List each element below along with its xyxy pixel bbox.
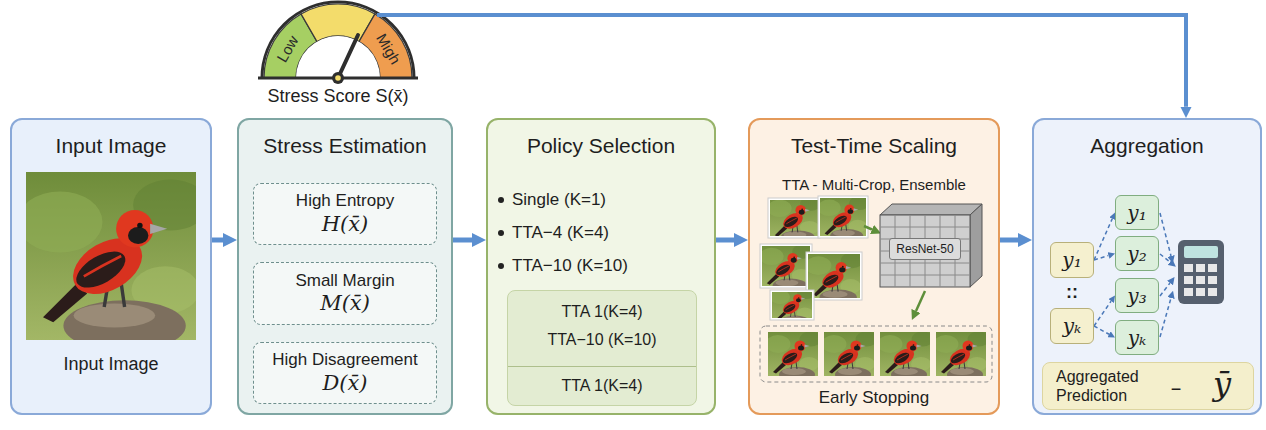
- network-top: [880, 204, 982, 215]
- prediction-box: y₃: [1115, 278, 1159, 313]
- signal-name: Small Margin: [295, 271, 394, 291]
- network-block: [880, 204, 982, 287]
- crop-photo: [878, 329, 934, 382]
- input-panel: Input ImageInput Image: [10, 118, 212, 415]
- mean-symbol: ȳ: [1213, 365, 1231, 403]
- crop-photo: [766, 329, 822, 382]
- stress-panel: Stress EstimationHigh EntropyH(x̄) Small …: [237, 118, 453, 415]
- feedback-wire: [377, 13, 434, 17]
- feed-line: [1160, 298, 1171, 337]
- output-symbol: y₁: [1062, 248, 1081, 272]
- bird-photo: [18, 171, 208, 351]
- feed-line: [1160, 213, 1171, 256]
- policy-option: Single (K=1): [512, 190, 606, 210]
- image-caption: Input Image: [63, 354, 158, 376]
- signal-formula: M(x̄): [320, 291, 370, 316]
- crop-photo: [760, 242, 814, 293]
- policy-panel: Policy SelectionSingle (K=1) TTA−4 (K=4) T…: [486, 118, 716, 415]
- policy-option: TTA−10 (K=10): [512, 256, 628, 276]
- tta-crops: [760, 194, 870, 327]
- stress-signal-box: Small MarginM(x̄): [253, 262, 437, 325]
- stress-signal-box: High DisagreementD(x̄): [253, 342, 437, 404]
- panel-ground: [1032, 118, 1262, 415]
- panel-ground: [237, 118, 453, 415]
- signal-name: High Disagreement: [272, 350, 418, 370]
- early-stop-crops: [766, 329, 990, 382]
- policy-choice: TTA−10 (K=10): [547, 330, 656, 349]
- fan-out-arrow: [1094, 326, 1109, 334]
- flow-arrow: [864, 226, 872, 230]
- early-stopping-caption: Early Stopping: [819, 388, 930, 408]
- signal-formula: H(x̄): [322, 212, 369, 237]
- crop-photo: [934, 329, 990, 382]
- signal-formula: D(x̄): [322, 371, 367, 396]
- network-side: [970, 204, 982, 287]
- stress-gauge: Low MighStress Score S(x̄): [243, 0, 433, 110]
- panel-ground: [10, 118, 212, 415]
- prediction-box: yₖ: [1115, 320, 1159, 355]
- dash-mark: −: [1171, 379, 1182, 401]
- fan-out-arrow: [1094, 255, 1109, 260]
- panel-title: Input Image: [56, 133, 167, 158]
- early-stop-frame: [760, 326, 992, 382]
- calculator-keys: [1184, 264, 1217, 296]
- flow-arrow: [1000, 238, 1018, 243]
- aggregation-panel: Aggregation y₁ yₖ y₁ y₂ y₃ yₖAggregated Predic…: [1032, 118, 1262, 415]
- panel-ground: [486, 118, 716, 415]
- network-grid: [880, 215, 970, 287]
- policy-option: TTA−4 (K=4): [512, 223, 609, 243]
- gauge-hub-dot: [335, 75, 341, 81]
- prediction-box: y₁: [1050, 242, 1094, 278]
- calculator-screen: [1184, 246, 1218, 258]
- feed-line: [1160, 254, 1170, 262]
- gauge-low-label: Low: [273, 33, 302, 66]
- prediction-box: yₖ: [1050, 308, 1094, 344]
- panel-title: Test-Time Scaling: [791, 133, 957, 158]
- ellipsis-mark: ::: [1066, 282, 1078, 304]
- gauge-face: [296, 36, 380, 78]
- policy-choice-box: TTA 1(K=4) TTA−10 (K=10) TTA 1(K=4): [507, 290, 697, 406]
- policy-choice: TTA 1(K=4): [561, 302, 642, 321]
- panel-title: Policy Selection: [527, 133, 675, 158]
- calculator-body: [1178, 240, 1224, 304]
- scaling-panel: Test-Time ScalingTTA - Multi-Crop, Ensem…: [748, 118, 1000, 415]
- flow-arrow: [716, 238, 734, 243]
- fan-out-arrow: [1094, 301, 1111, 326]
- calculator-feed: [1160, 213, 1171, 337]
- feed-line: [1160, 283, 1170, 296]
- output-symbol: y₂: [1127, 242, 1146, 266]
- stress-signal-box: High EntropyH(x̄): [253, 183, 437, 245]
- aggregated-label: Aggregated Prediction: [1056, 367, 1160, 405]
- prediction-box: y₁: [1115, 195, 1159, 230]
- flow-arrow: [212, 238, 223, 243]
- crop-photo: [822, 329, 878, 382]
- gauge-high-label: Migh: [372, 30, 404, 67]
- policy-choice: TTA 1(K=4): [561, 376, 642, 395]
- aggregated-prediction-box: Aggregated Prediction− ȳ: [1042, 362, 1254, 410]
- network-label-plate: ResNet-50: [889, 238, 961, 260]
- flow-arrow: [453, 238, 472, 243]
- panel-title: Aggregation: [1090, 133, 1203, 158]
- gauge-needle: [338, 35, 358, 78]
- panel-subtitle: TTA - Multi-Crop, Ensemble: [782, 176, 966, 194]
- crop-photo: [770, 285, 815, 327]
- panel-ground: [748, 118, 1000, 415]
- output-symbol: y₃: [1127, 284, 1146, 308]
- panel-title: Stress Estimation: [263, 133, 426, 158]
- crop-photo: [818, 194, 870, 243]
- flow-arrow: [433, 15, 1186, 107]
- output-symbol: yₖ: [1128, 326, 1147, 350]
- network-front: [880, 215, 970, 287]
- output-symbol: yₖ: [1063, 314, 1082, 338]
- prediction-box: y₂: [1115, 236, 1159, 271]
- flow-arrow: [916, 291, 925, 311]
- stress-score-label: Stress Score S(x̄): [267, 86, 408, 108]
- signal-name: High Entropy: [296, 191, 394, 211]
- fan-out-arrow: [1094, 219, 1112, 260]
- network-name: ResNet-50: [896, 242, 953, 256]
- gauge-hub: [332, 72, 344, 84]
- crop-photo: [768, 194, 822, 245]
- calculator-icon: [1178, 240, 1224, 304]
- output-symbol: y₁: [1127, 201, 1146, 225]
